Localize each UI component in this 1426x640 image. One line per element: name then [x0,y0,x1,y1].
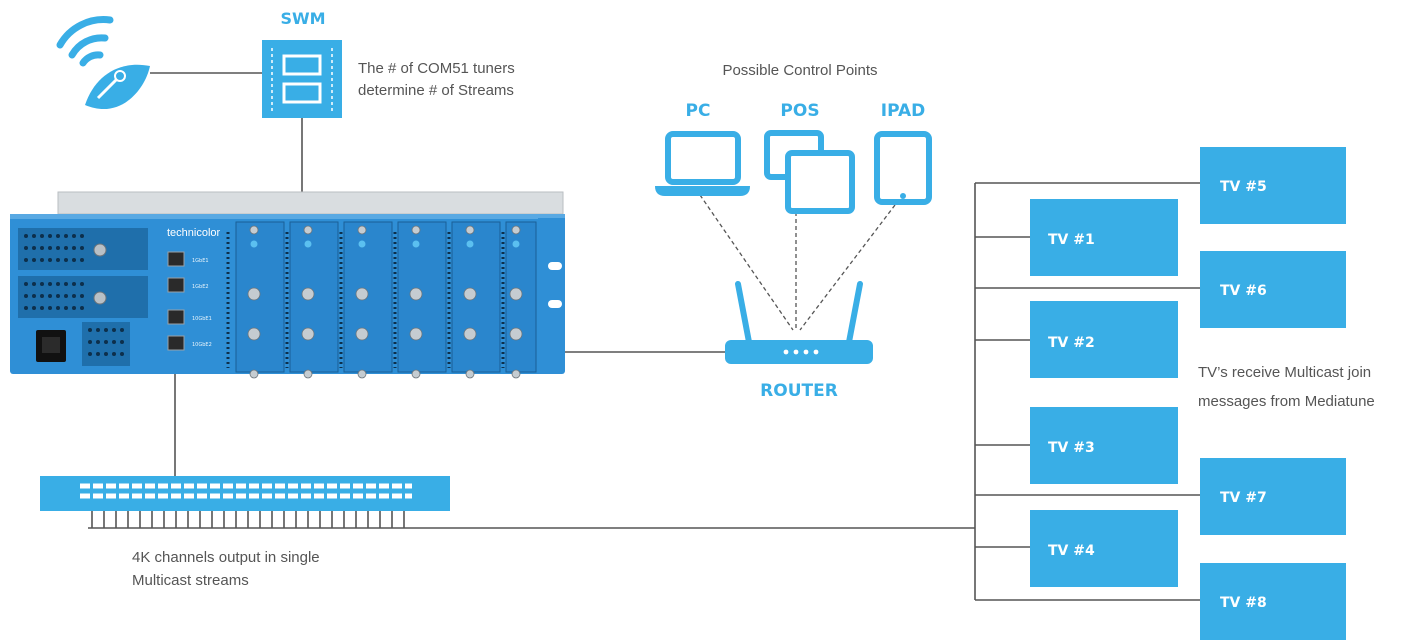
brand-label: technicolor [167,227,221,239]
tv-box-3 [1030,407,1178,484]
tv-box-4 [1030,510,1178,587]
router-label: ROUTER [760,381,838,401]
swm-note-line1: The # of COM51 tuners [358,60,515,77]
switch-note-line1: 4K channels output in single [132,549,320,566]
control-dashed-links [699,194,896,331]
tv-box-7 [1200,458,1346,535]
tv-label-1: TV #1 [1048,232,1095,248]
swm-note-line2: determine # of Streams [358,82,514,99]
port-label-3: 10GbE1 [192,316,212,322]
tv-grid: TV #1 TV #2 TV #3 TV #4 TV #5 TV #6 TV #… [1030,147,1346,640]
tv-box-8 [1200,563,1346,640]
port-label-2: 1GbE2 [192,284,209,290]
tv-box-6 [1200,251,1346,328]
tablet-icon [874,131,932,205]
tv-label-6: TV #6 [1220,283,1267,299]
ipad-label: IPAD [881,101,926,121]
mediatune-server: technicolor 1GbE1 1GbE2 10GbE1 10GbE2 [10,191,565,379]
pos-terminal-icon [764,130,855,214]
router-icon [725,281,873,364]
port-label-1: 1GbE1 [192,258,209,264]
tv-label-7: TV #7 [1220,490,1267,506]
network-switch-icon [40,476,450,529]
tv-label-8: TV #8 [1220,595,1267,611]
tv-label-5: TV #5 [1220,179,1267,195]
tv-label-3: TV #3 [1048,440,1095,456]
switch-note-line2: Multicast streams [132,572,249,589]
swm-label: SWM [280,9,325,28]
pos-label: POS [780,101,819,121]
swm-multiswitch-icon [262,40,342,118]
satellite-dish-icon [56,16,150,110]
port-label-4: 10GbE2 [192,342,212,348]
tv-box-5 [1200,147,1346,224]
pc-label: PC [686,101,711,121]
tv-note-line2: messages from Mediatune [1198,393,1375,410]
tv-box-1 [1030,199,1178,276]
control-points-title: Possible Control Points [722,62,877,79]
vent-holes [24,234,124,356]
tv-label-2: TV #2 [1048,335,1095,351]
connection-lines [150,72,1200,601]
laptop-icon [655,131,750,196]
ethernet-ports [167,251,185,351]
tv-box-2 [1030,301,1178,378]
tuner-cards [235,221,537,373]
tv-label-4: TV #4 [1048,543,1095,559]
tv-note-line1: TV’s receive Multicast join [1198,364,1371,381]
